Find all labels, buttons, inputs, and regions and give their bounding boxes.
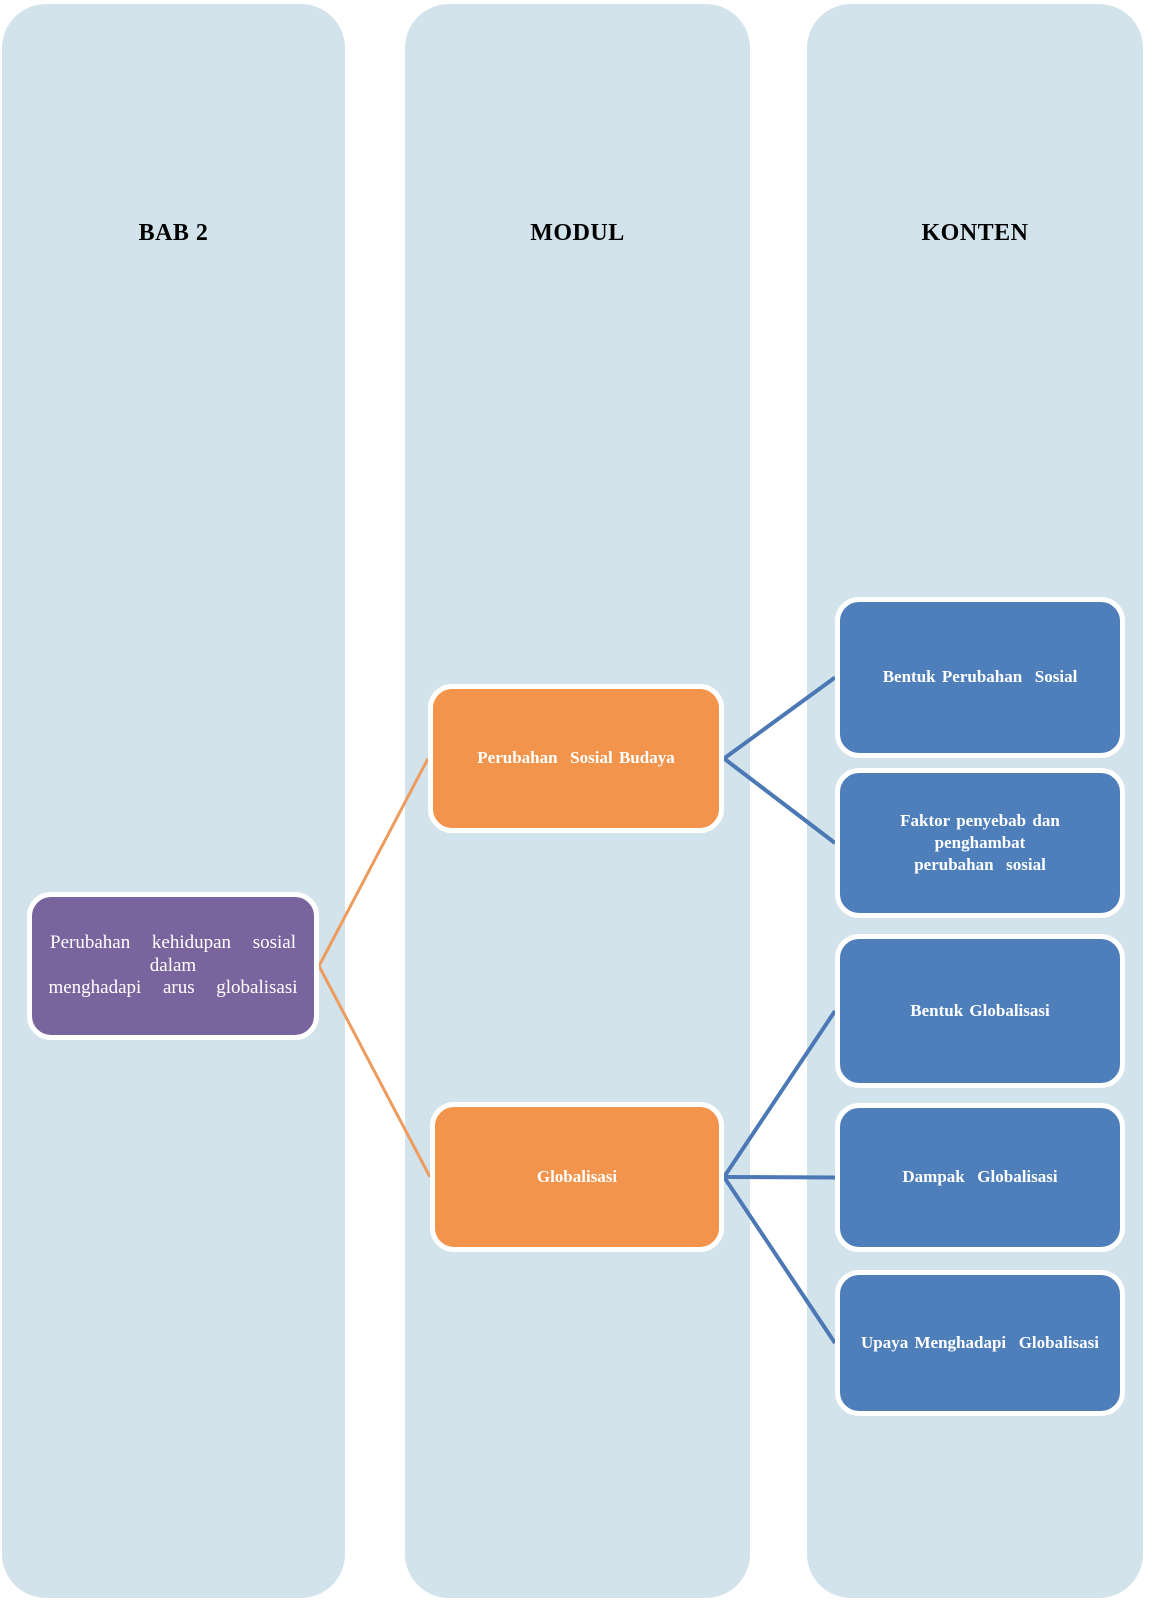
node-dampak-globalisasi: Dampak Globalisasi [835,1103,1125,1252]
node-faktor-penyebab-penghambat: Faktor penyebab dan penghambat perubahan… [835,768,1125,918]
node-bentuk-perubahan-sosial: Bentuk Perubahan Sosial [835,597,1125,758]
node-globalisasi: Globalisasi [430,1102,724,1252]
column-header-konten: KONTEN [921,220,1029,246]
node-bentuk-globalisasi: Bentuk Globalisasi [835,934,1125,1088]
node-perubahan-kehidupan-sosial: Perubahan kehidupan sosial dalam menghad… [27,892,319,1040]
column-header-bab2: BAB 2 [138,220,209,246]
column-bab2: BAB 2 [2,4,345,1598]
column-header-modul: MODUL [530,220,625,246]
node-perubahan-sosial-budaya: Perubahan Sosial Budaya [428,684,724,833]
node-upaya-menghadapi-globalisasi: Upaya Menghadapi Globalisasi [835,1270,1125,1416]
